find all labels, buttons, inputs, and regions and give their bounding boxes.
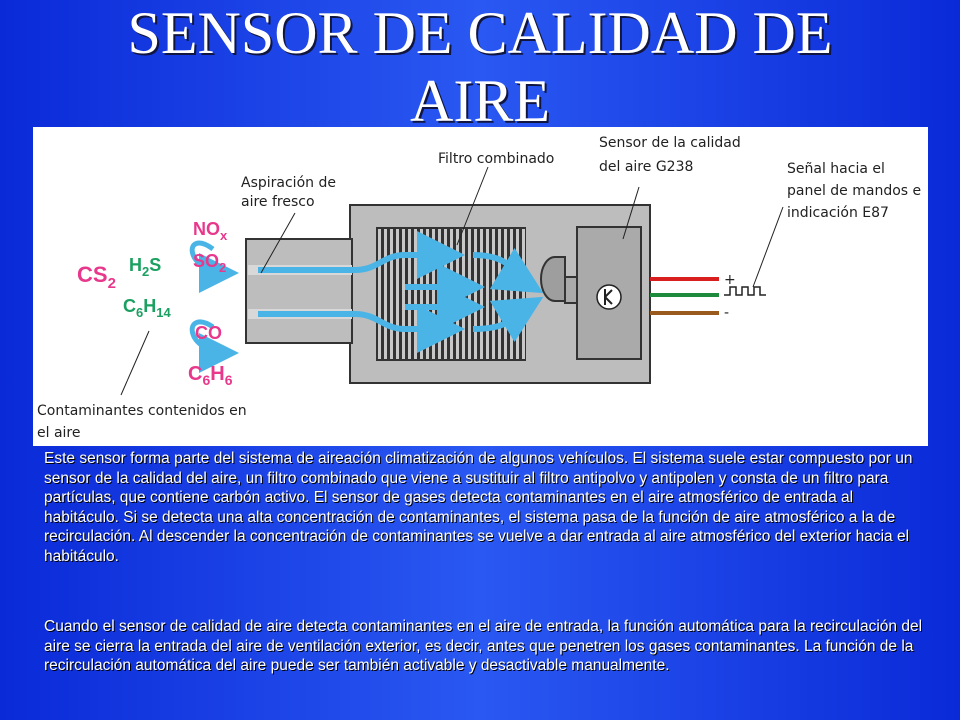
minus-sign: -: [724, 305, 729, 321]
label-air-intake-2: aire fresco: [241, 194, 315, 210]
gas-labels: NOx SO2 CS2 H2S C6H14 CO C6H6: [77, 219, 233, 388]
slide-title-line-1: SENSOR DE CALIDAD DE: [127, 0, 833, 66]
signal-pulse-icon: [724, 286, 766, 296]
label-pollutants-1: Contaminantes contenidos en: [37, 403, 247, 419]
airflow-arrows: [258, 231, 544, 353]
combined-filter: [376, 227, 526, 361]
svg-text:H2S: H2S: [129, 255, 161, 279]
svg-text:C6H14: C6H14: [123, 296, 171, 320]
label-pollutants-2: el aire: [37, 425, 80, 441]
label-air-intake-1: Aspiración de: [241, 175, 336, 191]
svg-text:NOx: NOx: [193, 219, 228, 243]
label-signal-2: panel de mandos e: [787, 183, 921, 199]
air-quality-sensor: [539, 226, 642, 360]
label-signal-1: Señal hacia el: [787, 161, 885, 177]
plus-sign: +: [724, 272, 736, 288]
label-sensor-1: Sensor de la calidad: [599, 135, 741, 151]
slide-title-line-2: AIRE: [410, 68, 550, 134]
label-sensor-2: del aire G238: [599, 159, 693, 175]
callout-lines: [120, 166, 784, 396]
label-signal-3: indicación E87: [787, 205, 889, 221]
paragraph-recirculation: Cuando el sensor de calidad de aire dete…: [44, 618, 923, 674]
label-combined-filter: Filtro combinado: [438, 151, 554, 167]
paragraph-description: Este sensor forma parte del sistema de a…: [44, 450, 913, 565]
intake-duct: [245, 238, 353, 344]
svg-text:CS2: CS2: [77, 262, 116, 292]
svg-text:CO: CO: [195, 323, 222, 343]
sensor-diagram: + - NOx SO2 CS2 H2S C6H14 CO C6H6: [33, 127, 928, 446]
svg-text:SO2: SO2: [193, 251, 226, 275]
svg-text:C6H6: C6H6: [188, 363, 233, 388]
